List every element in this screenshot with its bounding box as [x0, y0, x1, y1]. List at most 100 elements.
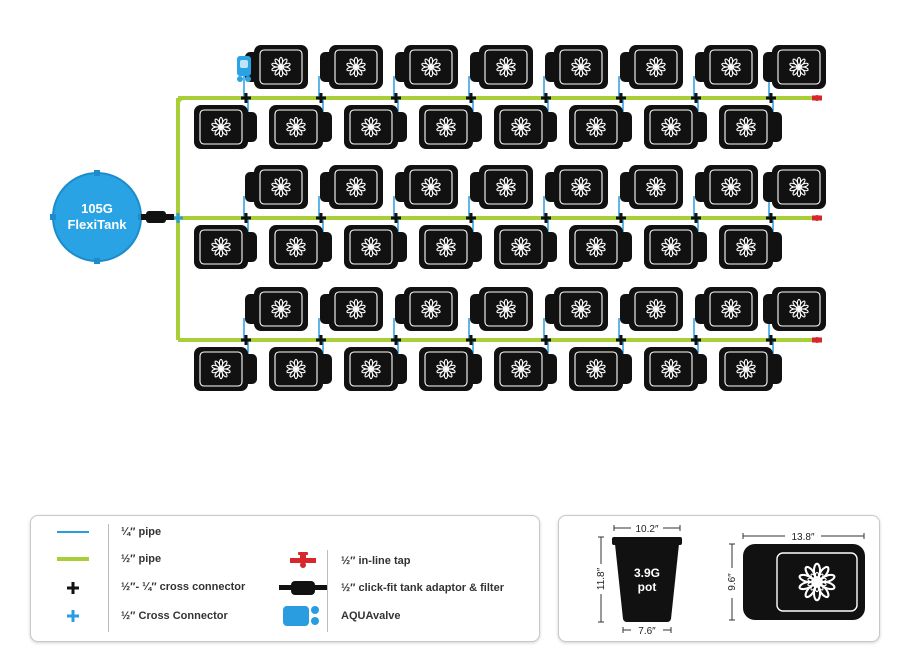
pot-top-view-icon [695, 45, 758, 89]
pot-top-view-icon [419, 105, 482, 149]
pot-top-view-icon [269, 225, 332, 269]
pot-top-view-icon [620, 287, 683, 331]
black-cross-connector-icon [316, 335, 326, 345]
black-cross-connector-icon [316, 213, 326, 223]
legend-label-blue-cross: ½″ Cross Connector [121, 610, 228, 622]
black-cross-connector-icon [43, 578, 103, 598]
pot-top-view-icon [763, 165, 826, 209]
legend-label-tap: ½″ in-line tap [341, 555, 411, 567]
pot-top-view-icon [763, 45, 826, 89]
pot-top-view-icon [569, 225, 632, 269]
pot-top-view-icon [269, 347, 332, 391]
black-cross-connector-icon [766, 213, 776, 223]
pot-top-view-icon [194, 225, 257, 269]
pot-top-view-icon [320, 45, 383, 89]
black-cross-connector-icon [766, 335, 776, 345]
pot-top-view-icon [644, 105, 707, 149]
pot-top-view-icon [194, 347, 257, 391]
black-cross-connector-icon [541, 213, 551, 223]
pot-top-view-icon [545, 165, 608, 209]
pot-bottom-width-label: 7.6″ [638, 626, 656, 637]
fittings [173, 93, 822, 345]
tank-adaptor-filter-icon [141, 211, 174, 223]
pot-top-view-icon [320, 165, 383, 209]
in-line-tap-icon [812, 215, 822, 221]
pot-top-view-icon [569, 347, 632, 391]
black-cross-connector-icon [541, 335, 551, 345]
pot-word-label: pot [638, 580, 657, 594]
legend-label-black-cross: ½″- ¼″ cross connector [121, 581, 246, 593]
quarter-inch-pipe-swatch [43, 522, 103, 542]
pot-top-view-icon [494, 347, 557, 391]
pot-top-view-icon [620, 45, 683, 89]
pot-top-view-icon [344, 105, 407, 149]
black-cross-connector-icon [241, 335, 251, 345]
blue-cross-connector-icon [43, 606, 103, 626]
aquavalve-icon [237, 56, 251, 82]
black-cross-connector-icon [466, 335, 476, 345]
pot-top-view-icon [695, 287, 758, 331]
tray-depth-label: 9.6″ [727, 573, 738, 591]
in-line-tap-icon [812, 95, 822, 101]
pot-top-view-icon [470, 45, 533, 89]
black-cross-connector-icon [391, 93, 401, 103]
tank-name: FlexiTank [67, 217, 127, 232]
pot-top-view-icon [719, 347, 782, 391]
pot-top-view-icon [320, 287, 383, 331]
black-cross-connector-icon [466, 93, 476, 103]
black-cross-connector-icon [391, 213, 401, 223]
aquavalve-legend-icon [273, 606, 333, 626]
in-line-tap-icon [273, 551, 333, 571]
black-cross-connector-icon [316, 93, 326, 103]
black-cross-connector-icon [616, 93, 626, 103]
black-cross-connector-icon [391, 335, 401, 345]
legend-separator-left [108, 524, 109, 632]
pot-tray-top-view [743, 544, 865, 620]
tank-capacity: 105G [81, 201, 113, 216]
flexitank: 105G FlexiTank [50, 170, 144, 264]
pot-top-view-icon [470, 287, 533, 331]
pot-top-view-icon [344, 225, 407, 269]
black-cross-connector-icon [241, 93, 251, 103]
pot-top-view-icon [419, 347, 482, 391]
pot-top-view-icon [644, 347, 707, 391]
legend-label-adaptor: ½″ click-fit tank adaptor & filter [341, 582, 504, 594]
pot-top-view-icon [763, 287, 826, 331]
pot-top-view-icon [269, 105, 332, 149]
legend-panel: ¼″ pipe ½″ pipe ½″- ¼″ cross connector ½… [30, 515, 540, 642]
pot-size-label: 3.9G [634, 566, 660, 580]
legend-separator-right [327, 550, 328, 632]
in-line-tap-icon [812, 337, 822, 343]
pot-top-view-icon [494, 225, 557, 269]
black-cross-connector-icon [691, 93, 701, 103]
black-cross-connector-icon [241, 213, 251, 223]
legend-label-aquavalve: AQUAvalve [341, 610, 401, 622]
black-cross-connector-icon [541, 93, 551, 103]
pot-top-view-icon [470, 165, 533, 209]
pot-top-view-icon [719, 105, 782, 149]
pot-top-view-icon [419, 225, 482, 269]
tray-width-label: 13.8″ [791, 532, 814, 543]
pot-top-view-icon [395, 165, 458, 209]
black-cross-connector-icon [466, 213, 476, 223]
pot-height-label: 11.8″ [596, 567, 607, 590]
pot-top-view-icon [644, 225, 707, 269]
pot-top-view-icon [545, 45, 608, 89]
pot-top-view-icon [620, 165, 683, 209]
pot-top-view-icon [719, 225, 782, 269]
black-cross-connector-icon [766, 93, 776, 103]
black-cross-connector-icon [691, 213, 701, 223]
pot-top-view-icon [494, 105, 557, 149]
pot-top-view-icon [695, 165, 758, 209]
pot-top-view-icon [245, 287, 308, 331]
pot-side-view: 3.9G pot [612, 537, 682, 622]
pot-top-view-icon [395, 287, 458, 331]
black-cross-connector-icon [691, 335, 701, 345]
pot-top-width-label: 10.2″ [635, 524, 658, 535]
pot-top-view-icon [545, 287, 608, 331]
half-inch-pipe-swatch [43, 549, 103, 569]
legend-label-quarter-pipe: ¼″ pipe [121, 526, 162, 538]
pot-top-view-icon [395, 45, 458, 89]
dimensions-drawing: 3.9G pot 10.2″ 11.8″ 7.6″ [596, 524, 865, 637]
